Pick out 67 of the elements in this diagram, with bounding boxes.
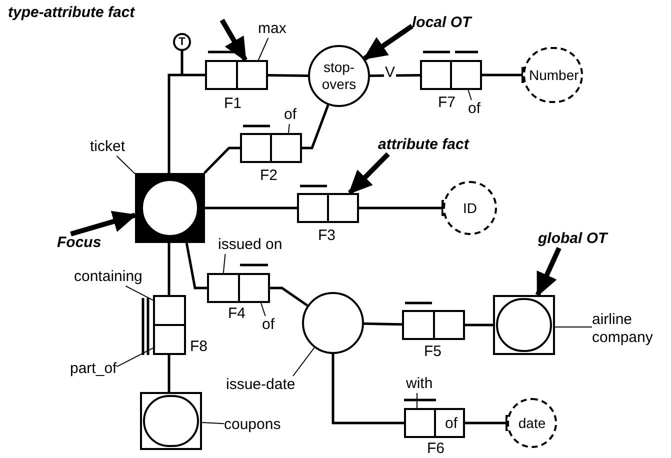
connector-line	[482, 66, 524, 84]
callout-arrow	[220, 18, 248, 62]
fact-type-name: of	[445, 415, 458, 433]
global-object-type	[493, 295, 555, 355]
connector-line	[465, 414, 508, 432]
connector-line	[168, 74, 205, 173]
object-name: date	[517, 414, 547, 432]
connector-line	[268, 74, 308, 77]
fact-type-name: F3	[318, 227, 336, 245]
connector-line	[185, 242, 207, 290]
connector-line	[270, 286, 308, 307]
leader-line	[116, 156, 136, 174]
connector-line	[168, 243, 170, 295]
callout-text: Focus	[57, 234, 102, 252]
connector-line	[204, 146, 240, 174]
fact-type-name: F6	[427, 440, 445, 458]
fact-type-name: F1	[224, 95, 242, 113]
fact-type-name: F5	[424, 343, 442, 361]
role-label: coupons	[224, 416, 281, 434]
callout-arrow	[362, 24, 414, 61]
connector-line	[205, 206, 297, 210]
connector-line	[359, 198, 444, 218]
callout-text: attribute fact	[378, 136, 469, 154]
leader-line	[416, 392, 418, 408]
object-name: ID	[462, 200, 478, 216]
role-label: with	[406, 375, 433, 393]
role-label: max	[258, 20, 286, 38]
callout-text: type-attribute fact	[8, 4, 135, 22]
leader-line	[292, 347, 315, 376]
leader-line	[258, 38, 269, 60]
connector-line	[364, 322, 402, 326]
callout-arrow	[70, 210, 137, 236]
connector-line	[332, 354, 404, 424]
role-label: part_of	[70, 360, 117, 378]
leader-line	[125, 286, 154, 301]
focus-object-type	[135, 173, 205, 243]
leader-line	[222, 254, 226, 274]
fact-type-name: F2	[260, 167, 278, 185]
leader-line	[288, 124, 290, 134]
fact-type-name: F7	[438, 94, 456, 112]
callout-text: local OT	[412, 14, 472, 32]
role-label: of	[262, 316, 275, 334]
object-name: airline company	[592, 311, 670, 347]
leader-line	[468, 90, 472, 100]
connector-line	[302, 104, 330, 150]
object-name: stop-overs	[320, 59, 358, 93]
leader-line	[202, 422, 224, 424]
connector-line	[168, 355, 170, 392]
fact-type-name: F4	[228, 305, 246, 323]
role-label: of	[468, 100, 481, 118]
role-label: issued on	[218, 236, 282, 254]
role-label: ticket	[90, 138, 126, 156]
role-label: issue-date	[226, 376, 296, 394]
constraint-symbol: T	[173, 33, 191, 51]
fact-type-name: F8	[190, 338, 208, 356]
leader-line	[260, 302, 266, 316]
leader-line	[116, 348, 154, 368]
role-label: of	[284, 106, 297, 124]
callout-arrow	[348, 152, 390, 195]
connector-line	[370, 74, 420, 77]
connector-line	[465, 324, 493, 326]
callout-text: global OT	[538, 230, 608, 248]
leader-line	[554, 326, 592, 328]
global-object-type	[140, 392, 202, 450]
callout-arrow	[535, 246, 562, 297]
object-name: Number	[529, 66, 577, 84]
role-label: containing	[74, 268, 142, 286]
